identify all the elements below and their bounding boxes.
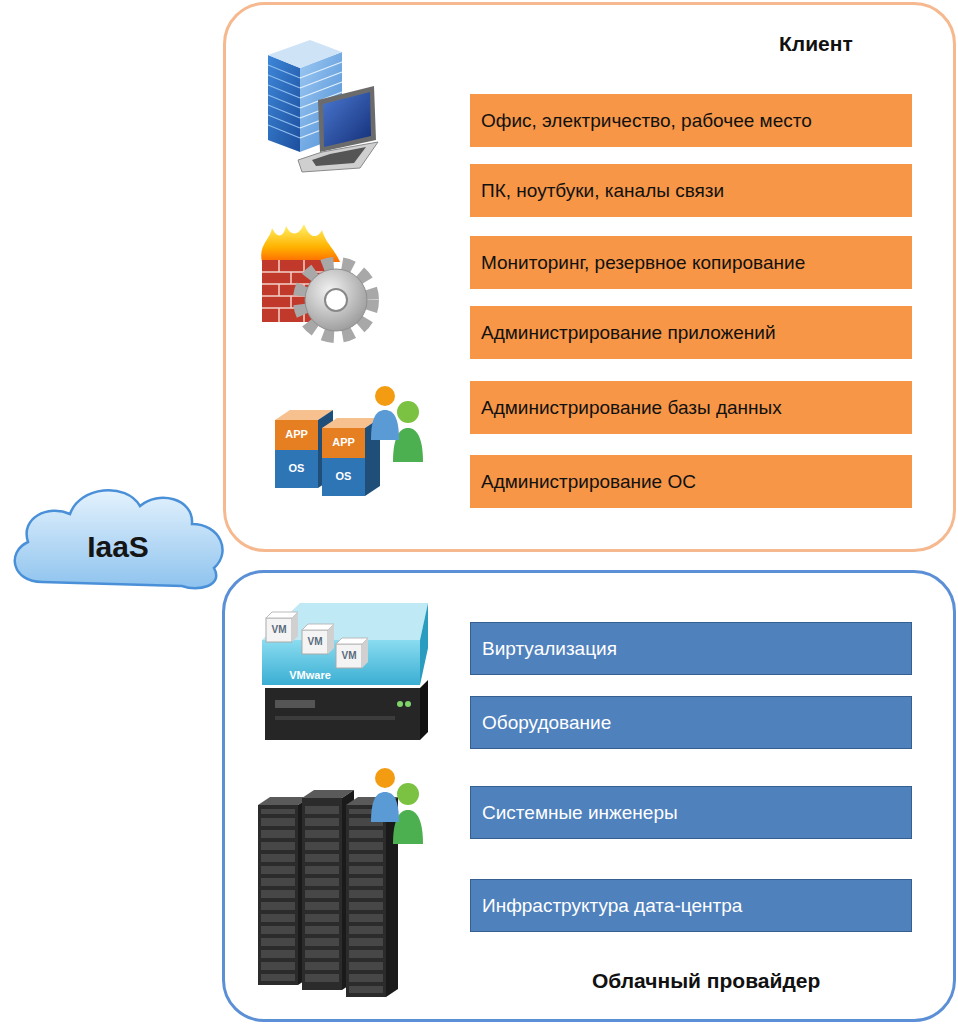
app-os-stack [275,410,333,420]
vm-host [336,638,368,644]
server-unit [265,688,420,740]
laptop-icon [298,142,378,172]
gear-icon [325,289,347,311]
engineer-people [397,783,419,805]
admin-people [371,386,423,462]
laptop-icon [323,92,371,147]
cloud-label: IaaS [2,530,234,564]
app-os-stack [275,450,318,488]
gear-icon [300,264,372,336]
vm-host [292,612,298,642]
server-racks [346,797,398,805]
provider-task-bar: Оборудование [470,696,912,749]
client-task-bar: Мониторинг, резервное копирование [470,236,912,289]
laptop-icon [298,86,378,172]
app-os-stack [322,418,380,428]
app-os-stack [322,458,365,496]
provider-task-bar: Виртуализация [470,622,912,675]
laptop-icon [318,86,376,152]
app-os-stack [322,428,365,458]
vm-host [420,603,428,685]
vm-host [266,618,292,642]
office-building [300,62,342,138]
bar-text: Мониторинг, резервное копирование [481,252,805,274]
client-task-bar: Администрирование приложений [470,306,912,359]
server-unit [397,701,403,707]
firewall-icon [261,224,340,262]
vm-host [262,603,428,685]
gear-icon [300,264,372,336]
provider-task-bar: Инфраструктура дата-центра [470,879,912,932]
vm-host [302,624,334,630]
client-task-bar: Администрирование ОС [470,455,912,508]
server-racks [346,805,386,997]
office-building [268,40,342,68]
client-task-bar: Офис, электричество, рабочее место [470,94,912,147]
client-task-bar: ПК, ноутбуки, каналы связи [470,164,912,217]
server-racks [305,802,339,986]
bar-text: Офис, электричество, рабочее место [481,110,812,132]
provider-task-bar: Системные инженеры [470,786,912,839]
server-unit [275,700,315,708]
server-unit [405,701,411,707]
firewall-icon [261,224,340,322]
office-building [300,52,342,152]
server-racks [342,790,354,990]
bar-text: Администрирование базы данных [481,397,782,419]
vm-host [266,612,298,618]
client-task-bar: Администрирование базы данных [470,381,912,434]
server-racks [302,790,354,798]
app-os-stack [365,418,380,496]
engineer-people [371,768,423,844]
server-unit [265,680,428,740]
bar-text: ПК, ноутбуки, каналы связи [481,180,724,202]
bar-text: Оборудование [482,712,611,734]
firewall-icon [262,260,332,322]
vm-host [262,603,428,640]
client-group: КлиентОфис, электричество, рабочее место… [223,2,956,552]
server-unit [420,680,428,740]
admin-people [375,386,395,406]
vm-host [262,640,420,685]
service-cloud: IaaS [2,478,234,596]
app-os-stack [318,410,333,488]
server-racks [349,809,383,993]
bar-text: Администрирование приложений [481,322,776,344]
provider-group: Облачный провайдер ВиртуализацияОборудова… [222,570,956,1022]
app-os-stack [275,420,318,450]
office-building [268,55,300,152]
vm-host [362,638,368,668]
bar-text: Администрирование ОС [481,471,696,493]
bar-text: Виртуализация [482,638,617,660]
admin-people [371,410,399,440]
server-racks [302,798,342,990]
server-racks [261,809,295,981]
office-building [268,65,300,138]
server-racks [258,805,298,985]
vm-host [302,630,328,654]
firewall-icon [262,260,332,322]
server-racks [258,797,310,805]
server-racks [258,790,398,997]
office-building [268,40,342,152]
bar-text: Инфраструктура дата-центра [482,895,742,917]
group-heading: Клиент [779,32,853,56]
server-racks [386,797,398,997]
engineer-people [393,810,423,844]
bar-text: Системные инженеры [482,802,678,824]
app-os-stack [275,410,380,496]
admin-people [393,428,423,462]
gear-icon [305,269,367,331]
laptop-icon [312,147,366,166]
vm-host [336,644,362,668]
engineer-people [371,792,399,822]
server-racks [298,797,310,985]
group-heading: Облачный провайдер [592,969,820,993]
vm-host [328,624,334,654]
engineer-people [375,768,395,788]
admin-people [397,401,419,423]
server-unit [275,716,395,720]
